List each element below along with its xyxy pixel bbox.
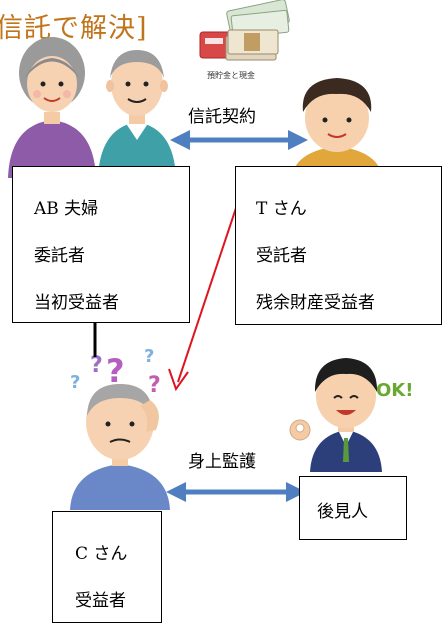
- t-box: T さん 受託者 残余財産受益者: [235, 166, 442, 325]
- guardian-box: 後見人: [299, 476, 407, 540]
- question-marks-icon: ? ? ? ? ?: [70, 346, 161, 398]
- c-box-line-2: 受益者: [75, 591, 126, 611]
- ab-couple-box: AB 夫婦 委託者 当初受益者: [12, 166, 190, 323]
- svg-text:?: ?: [70, 372, 80, 393]
- t-box-line-3: 残余財産受益者: [256, 293, 375, 313]
- t-box-line-2: 受託者: [256, 246, 307, 266]
- beneficiary-man-icon: [70, 384, 170, 510]
- svg-text:?: ?: [148, 373, 161, 398]
- page-title: 信託で解決]: [0, 13, 148, 44]
- trustee-man-icon: [292, 78, 382, 178]
- c-box-line-1: C さん: [75, 544, 128, 564]
- svg-text:?: ?: [106, 352, 125, 390]
- ab-box-line-2: 委託者: [34, 246, 85, 266]
- ok-sign-text: OK!: [376, 380, 413, 401]
- ab-box-line-3: 当初受益者: [34, 293, 119, 313]
- ab-box-line-1: AB 夫婦: [34, 199, 99, 219]
- guardianship-label: 身上監護: [188, 452, 256, 472]
- guardian-box-line-1: 後見人: [317, 502, 368, 522]
- t-box-line-1: T さん: [256, 199, 307, 219]
- c-box: C さん 受益者: [52, 511, 162, 623]
- money-caption: 預貯金と現金: [207, 71, 255, 80]
- money-icon: [199, 0, 290, 61]
- trust-contract-label: 信託契約: [188, 107, 256, 127]
- svg-text:?: ?: [144, 346, 154, 367]
- elderly-woman-icon: [8, 37, 96, 178]
- svg-text:?: ?: [90, 353, 103, 378]
- guardian-man-icon: OK!: [289, 358, 413, 472]
- elderly-man-icon: [98, 50, 176, 178]
